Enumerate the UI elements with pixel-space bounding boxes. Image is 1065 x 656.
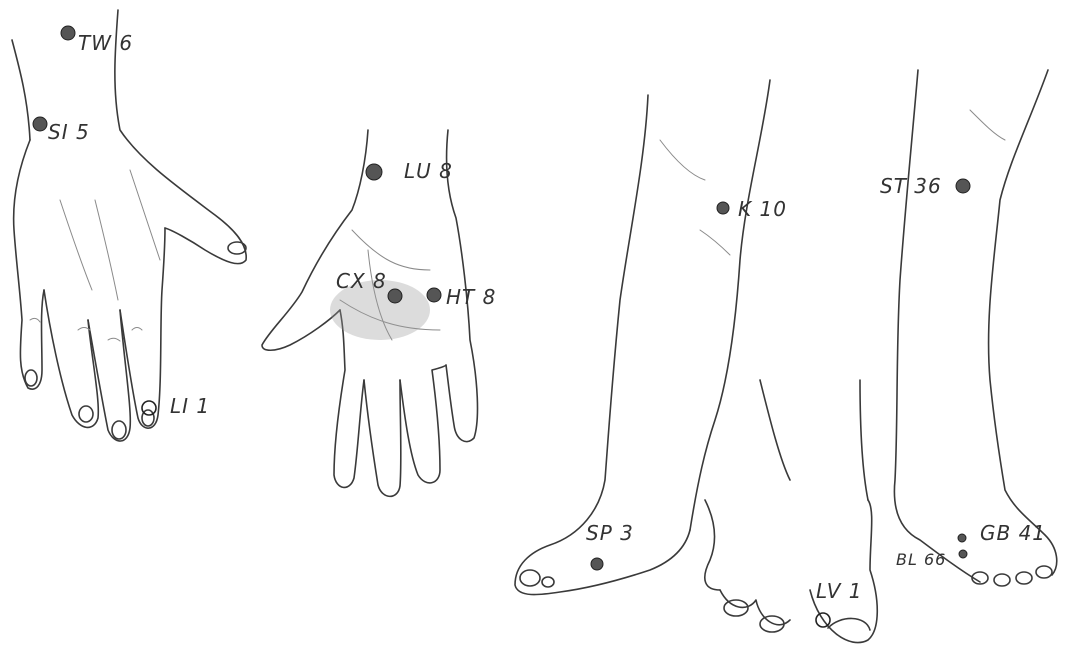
- point-label: SP 3: [586, 521, 634, 545]
- back-of-hand-drawing: [12, 10, 246, 441]
- front-foot-drawing: [705, 380, 877, 643]
- point-marker: [591, 558, 603, 570]
- point-si5: SI 5: [33, 117, 90, 144]
- point-st36: ST 36: [880, 174, 970, 198]
- outer-leg-drawing: [894, 70, 1056, 586]
- point-marker: [142, 401, 156, 415]
- point-marker: [427, 288, 441, 302]
- palm-drawing: [262, 130, 477, 496]
- point-marker: [388, 289, 402, 303]
- point-label: SI 5: [48, 120, 90, 144]
- point-label: CX 8: [336, 269, 387, 293]
- point-label: ST 36: [880, 174, 942, 198]
- point-marker: [959, 550, 967, 558]
- point-marker: [717, 202, 729, 214]
- inner-leg-drawing: [515, 80, 770, 595]
- point-li1: LI 1: [142, 394, 210, 418]
- point-lu8: LU 8: [366, 159, 453, 183]
- point-label: LI 1: [170, 394, 210, 418]
- point-marker: [33, 117, 47, 131]
- point-tw6: TW 6: [61, 26, 133, 55]
- point-ht8: HT 8: [427, 285, 496, 309]
- point-label: TW 6: [78, 31, 133, 55]
- point-marker: [956, 179, 970, 193]
- point-gb41: GB 41: [958, 521, 1046, 545]
- point-sp3: SP 3: [586, 521, 634, 570]
- point-label: K 10: [738, 197, 787, 221]
- point-label: GB 41: [980, 521, 1046, 545]
- point-label: BL 66: [896, 550, 946, 569]
- point-label: LV 1: [816, 579, 862, 603]
- point-k10: K 10: [717, 197, 787, 221]
- point-marker: [366, 164, 382, 180]
- point-marker: [958, 534, 966, 542]
- point-label: LU 8: [404, 159, 453, 183]
- point-marker: [61, 26, 75, 40]
- point-label: HT 8: [446, 285, 496, 309]
